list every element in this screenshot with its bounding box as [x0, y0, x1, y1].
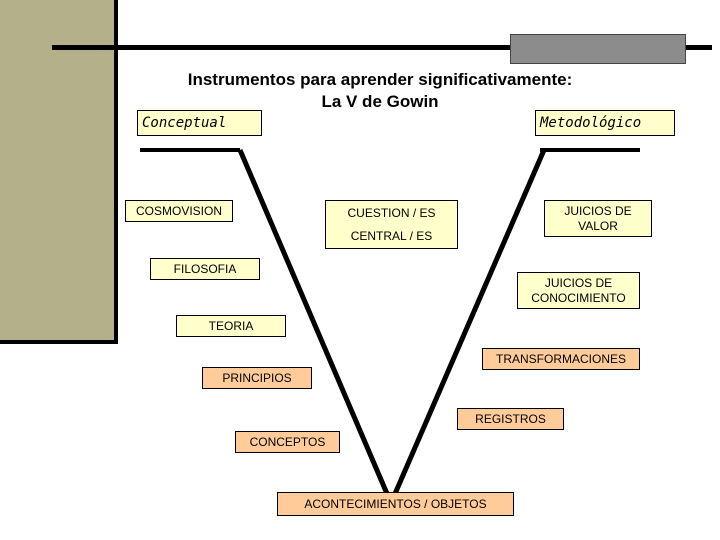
transformaciones-box: TRANSFORMACIONES [482, 348, 640, 370]
slide-title: Instrumentos para aprender significativa… [120, 69, 640, 113]
juicios-valor-line-2: VALOR [578, 218, 618, 233]
juicios-conocimiento-line-1: JUICIOS DE [544, 275, 613, 290]
v-left-arm [237, 149, 394, 504]
registros-box: REGISTROS [457, 408, 564, 430]
cosmovision-label: COSMOVISION [135, 203, 222, 218]
teoria-box: TEORIA [176, 315, 286, 337]
juicios-conocimiento-box: JUICIOS DE CONOCIMIENTO [517, 272, 640, 309]
title-line-2: La V de Gowin [321, 92, 439, 111]
principios-box: PRINCIPIOS [202, 367, 312, 389]
cuestion-central-box: CUESTION / ES CENTRAL / ES [325, 200, 458, 249]
title-line-1: Instrumentos para aprender significativa… [187, 70, 573, 89]
cosmovision-box: COSMOVISION [125, 200, 233, 222]
metodologico-header: Metodológico [535, 110, 675, 136]
teoria-label: TEORIA [208, 318, 254, 333]
principios-label: PRINCIPIOS [222, 370, 292, 385]
decorative-grey-box [510, 34, 686, 64]
juicios-conocimiento-line-2: CONOCIMIENTO [531, 290, 626, 305]
top-rule [52, 45, 712, 50]
acontecimientos-objetos-box: ACONTECIMIENTOS / OBJETOS [277, 492, 514, 516]
cuestion-line-2: CENTRAL / ES [350, 228, 433, 243]
transformaciones-label: TRANSFORMACIONES [495, 351, 626, 366]
juicios-valor-line-1: JUICIOS DE [564, 203, 632, 218]
cuestion-line-1: CUESTION / ES [347, 205, 436, 220]
filosofia-box: FILOSOFIA [150, 258, 260, 280]
conceptos-box: CONCEPTOS [235, 431, 340, 453]
filosofia-label: FILOSOFIA [173, 261, 237, 276]
registros-label: REGISTROS [475, 411, 546, 426]
conceptos-label: CONCEPTOS [249, 434, 326, 449]
v-right-arm [388, 149, 547, 504]
acontecimientos-label: ACONTECIMIENTOS / OBJETOS [304, 496, 487, 511]
conceptual-header: Conceptual [137, 110, 262, 136]
juicios-valor-box: JUICIOS DE VALOR [544, 200, 652, 237]
decorative-sidebar [0, 0, 118, 344]
